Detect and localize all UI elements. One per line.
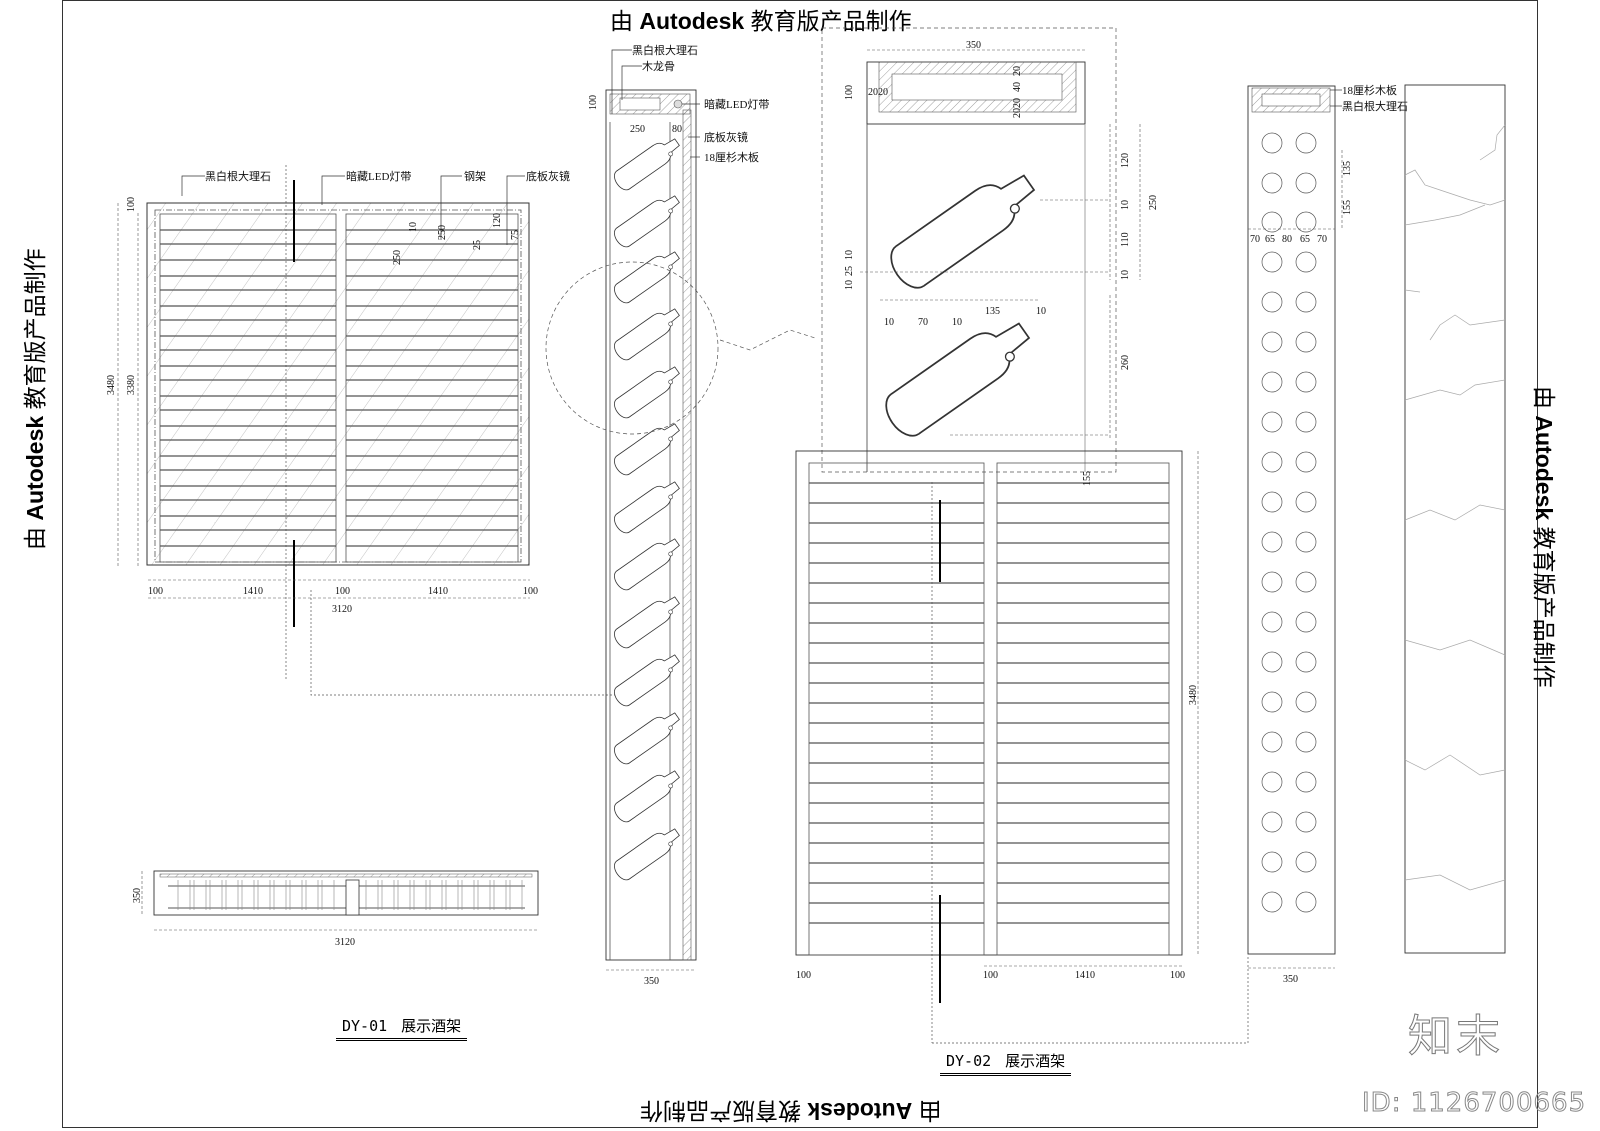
svg-text:135: 135 [1342,161,1353,176]
svg-text:100: 100 [588,95,599,110]
svg-text:80: 80 [672,124,682,135]
svg-text:75: 75 [510,230,521,240]
svg-text:70: 70 [918,317,928,328]
svg-text:155: 155 [1082,471,1093,486]
svg-text:10: 10 [408,222,419,232]
svg-text:3120: 3120 [335,937,355,948]
label-marble: 黑白根大理石 [1342,99,1408,113]
svg-text:120: 120 [1120,153,1131,168]
svg-text:260: 260 [1120,355,1131,370]
svg-text:350: 350 [966,40,981,51]
svg-text:100: 100 [983,970,998,981]
drawing-frame [62,0,1538,1128]
label-board: 18厘杉木板 [1342,83,1397,97]
svg-text:100: 100 [1170,970,1185,981]
svg-text:20: 20 [1012,66,1023,76]
svg-text:40: 40 [1012,82,1023,92]
svg-text:3120: 3120 [332,604,352,615]
svg-text:70: 70 [1250,234,1260,245]
label-steel: 钢架 [464,170,486,183]
svg-text:25: 25 [844,266,855,276]
label-wood-keel: 木龙骨 [642,60,675,73]
marble-panel [1404,84,1506,954]
svg-text:250: 250 [630,124,645,135]
svg-text:350: 350 [132,888,143,903]
dy01-plan: 350 3120 [132,870,539,948]
dy02-section: 18厘杉木板 黑白根大理石 135 155 70 65 80 65 70 350 [1247,83,1408,985]
label-marble: 黑白根大理石 [205,169,271,183]
svg-text:65: 65 [1300,234,1310,245]
svg-text:100: 100 [335,586,350,597]
svg-text:65: 65 [1265,234,1275,245]
label-mirror: 底板灰镜 [526,169,570,183]
svg-text:100: 100 [148,586,163,597]
svg-text:250: 250 [1148,195,1159,210]
label-marble: 黑白根大理石 [632,43,698,57]
svg-text:100: 100 [523,586,538,597]
svg-text:3480: 3480 [1188,685,1199,705]
label-led: 暗藏LED灯带 [346,169,411,183]
svg-text:10: 10 [952,317,962,328]
label-led: 暗藏LED灯带 [704,97,769,111]
svg-text:10: 10 [1120,200,1131,210]
svg-text:70: 70 [1317,234,1327,245]
svg-text:2020: 2020 [1012,98,1023,118]
svg-text:2020: 2020 [868,87,888,98]
svg-text:3480: 3480 [106,375,117,395]
dy01-elevation: 黑白根大理石 暗藏LED灯带 钢架 底板灰镜 3480 3380 100 250… [106,165,625,696]
label-board: 18厘杉木板 [704,150,759,164]
svg-text:250: 250 [392,250,403,265]
svg-text:135: 135 [985,306,1000,317]
svg-text:10: 10 [1120,270,1131,280]
svg-text:100: 100 [126,197,137,212]
svg-text:155: 155 [1342,200,1353,215]
svg-text:110: 110 [1120,232,1131,247]
svg-text:10: 10 [844,280,855,290]
svg-text:350: 350 [1283,974,1298,985]
svg-text:100: 100 [844,85,855,100]
site-watermark-logo: 知末 [1408,1011,1504,1063]
svg-text:3380: 3380 [126,375,137,395]
label-mirror: 底板灰镜 [704,130,748,144]
svg-text:350: 350 [644,976,659,987]
svg-text:1410: 1410 [243,586,263,597]
svg-text:120: 120 [492,213,503,228]
svg-text:10: 10 [844,250,855,260]
svg-text:10: 10 [1036,306,1046,317]
svg-text:1410: 1410 [428,586,448,597]
dy01-section: 黑白根大理石 木龙骨 暗藏LED灯带 底板灰镜 18厘杉木板 100 250 8… [545,43,816,987]
dy02-elevation: 155 3480 100 100 1410 100 [795,450,1249,1044]
svg-text:10: 10 [884,317,894,328]
svg-text:100: 100 [796,970,811,981]
svg-text:1410: 1410 [1075,970,1095,981]
site-watermark-id: ID: 1126700665 [1361,1088,1587,1119]
detail-view: 350 100 2020 20 40 2020 120 10 250 110 1… [821,27,1159,473]
svg-text:250: 250 [437,225,448,240]
autodesk-banner-top: 由 Autodesk 教育版产品制作 [610,8,912,34]
svg-text:25: 25 [472,240,483,250]
svg-text:80: 80 [1282,234,1292,245]
